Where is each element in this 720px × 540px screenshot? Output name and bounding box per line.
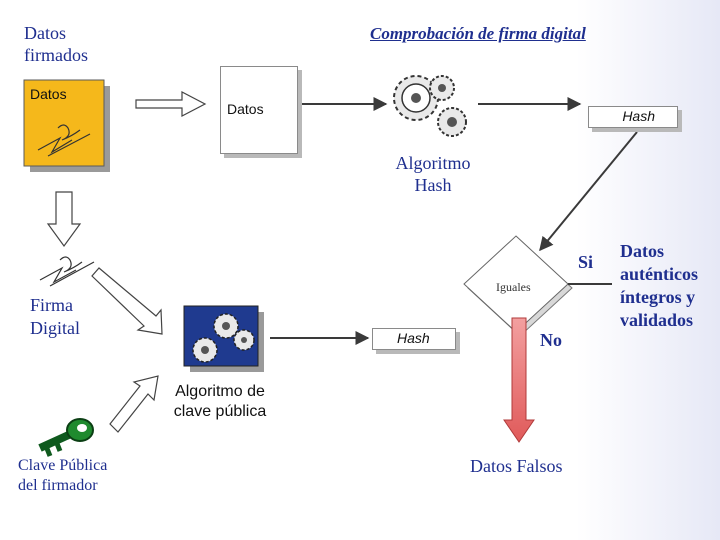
equal-decision [463,235,612,337]
yes-label: Si [578,252,594,272]
signature-icon [37,124,91,157]
hash-algorithm-label: Algoritmo Hash [395,153,471,195]
signed-data-label: Datos firmados [24,23,88,65]
false-data-label: Datos Falsos [470,456,563,476]
digital-signature-label: Firma Digital [30,295,80,338]
hash-bottom-label: Hash [397,330,430,346]
document-data-label: Datos [30,86,67,102]
hash-top-box: Hash [588,106,678,128]
gears-icon [393,75,467,137]
no-arrow [503,317,535,443]
signed-document [23,79,110,172]
data-box: Datos [220,66,298,154]
connector-lines [270,97,638,345]
equal-label: Iguales [496,280,531,294]
hash-top-label: Hash [622,108,655,124]
public-key-algorithm-label: Algoritmo de clave pública [173,383,267,420]
public-key-label: Clave Pública del firmador [18,457,108,494]
key-icon [38,418,94,457]
public-key-gears [183,305,264,372]
block-arrow-icon [46,91,207,433]
no-label: No [540,330,562,350]
hash-bottom-box: Hash [372,328,456,350]
signature-mark [39,256,95,287]
valid-data-label: Datos auténticos íntegros y validados [620,241,698,330]
page-title: Comprobación de firma digital [370,24,586,43]
data-box-label: Datos [227,101,264,117]
